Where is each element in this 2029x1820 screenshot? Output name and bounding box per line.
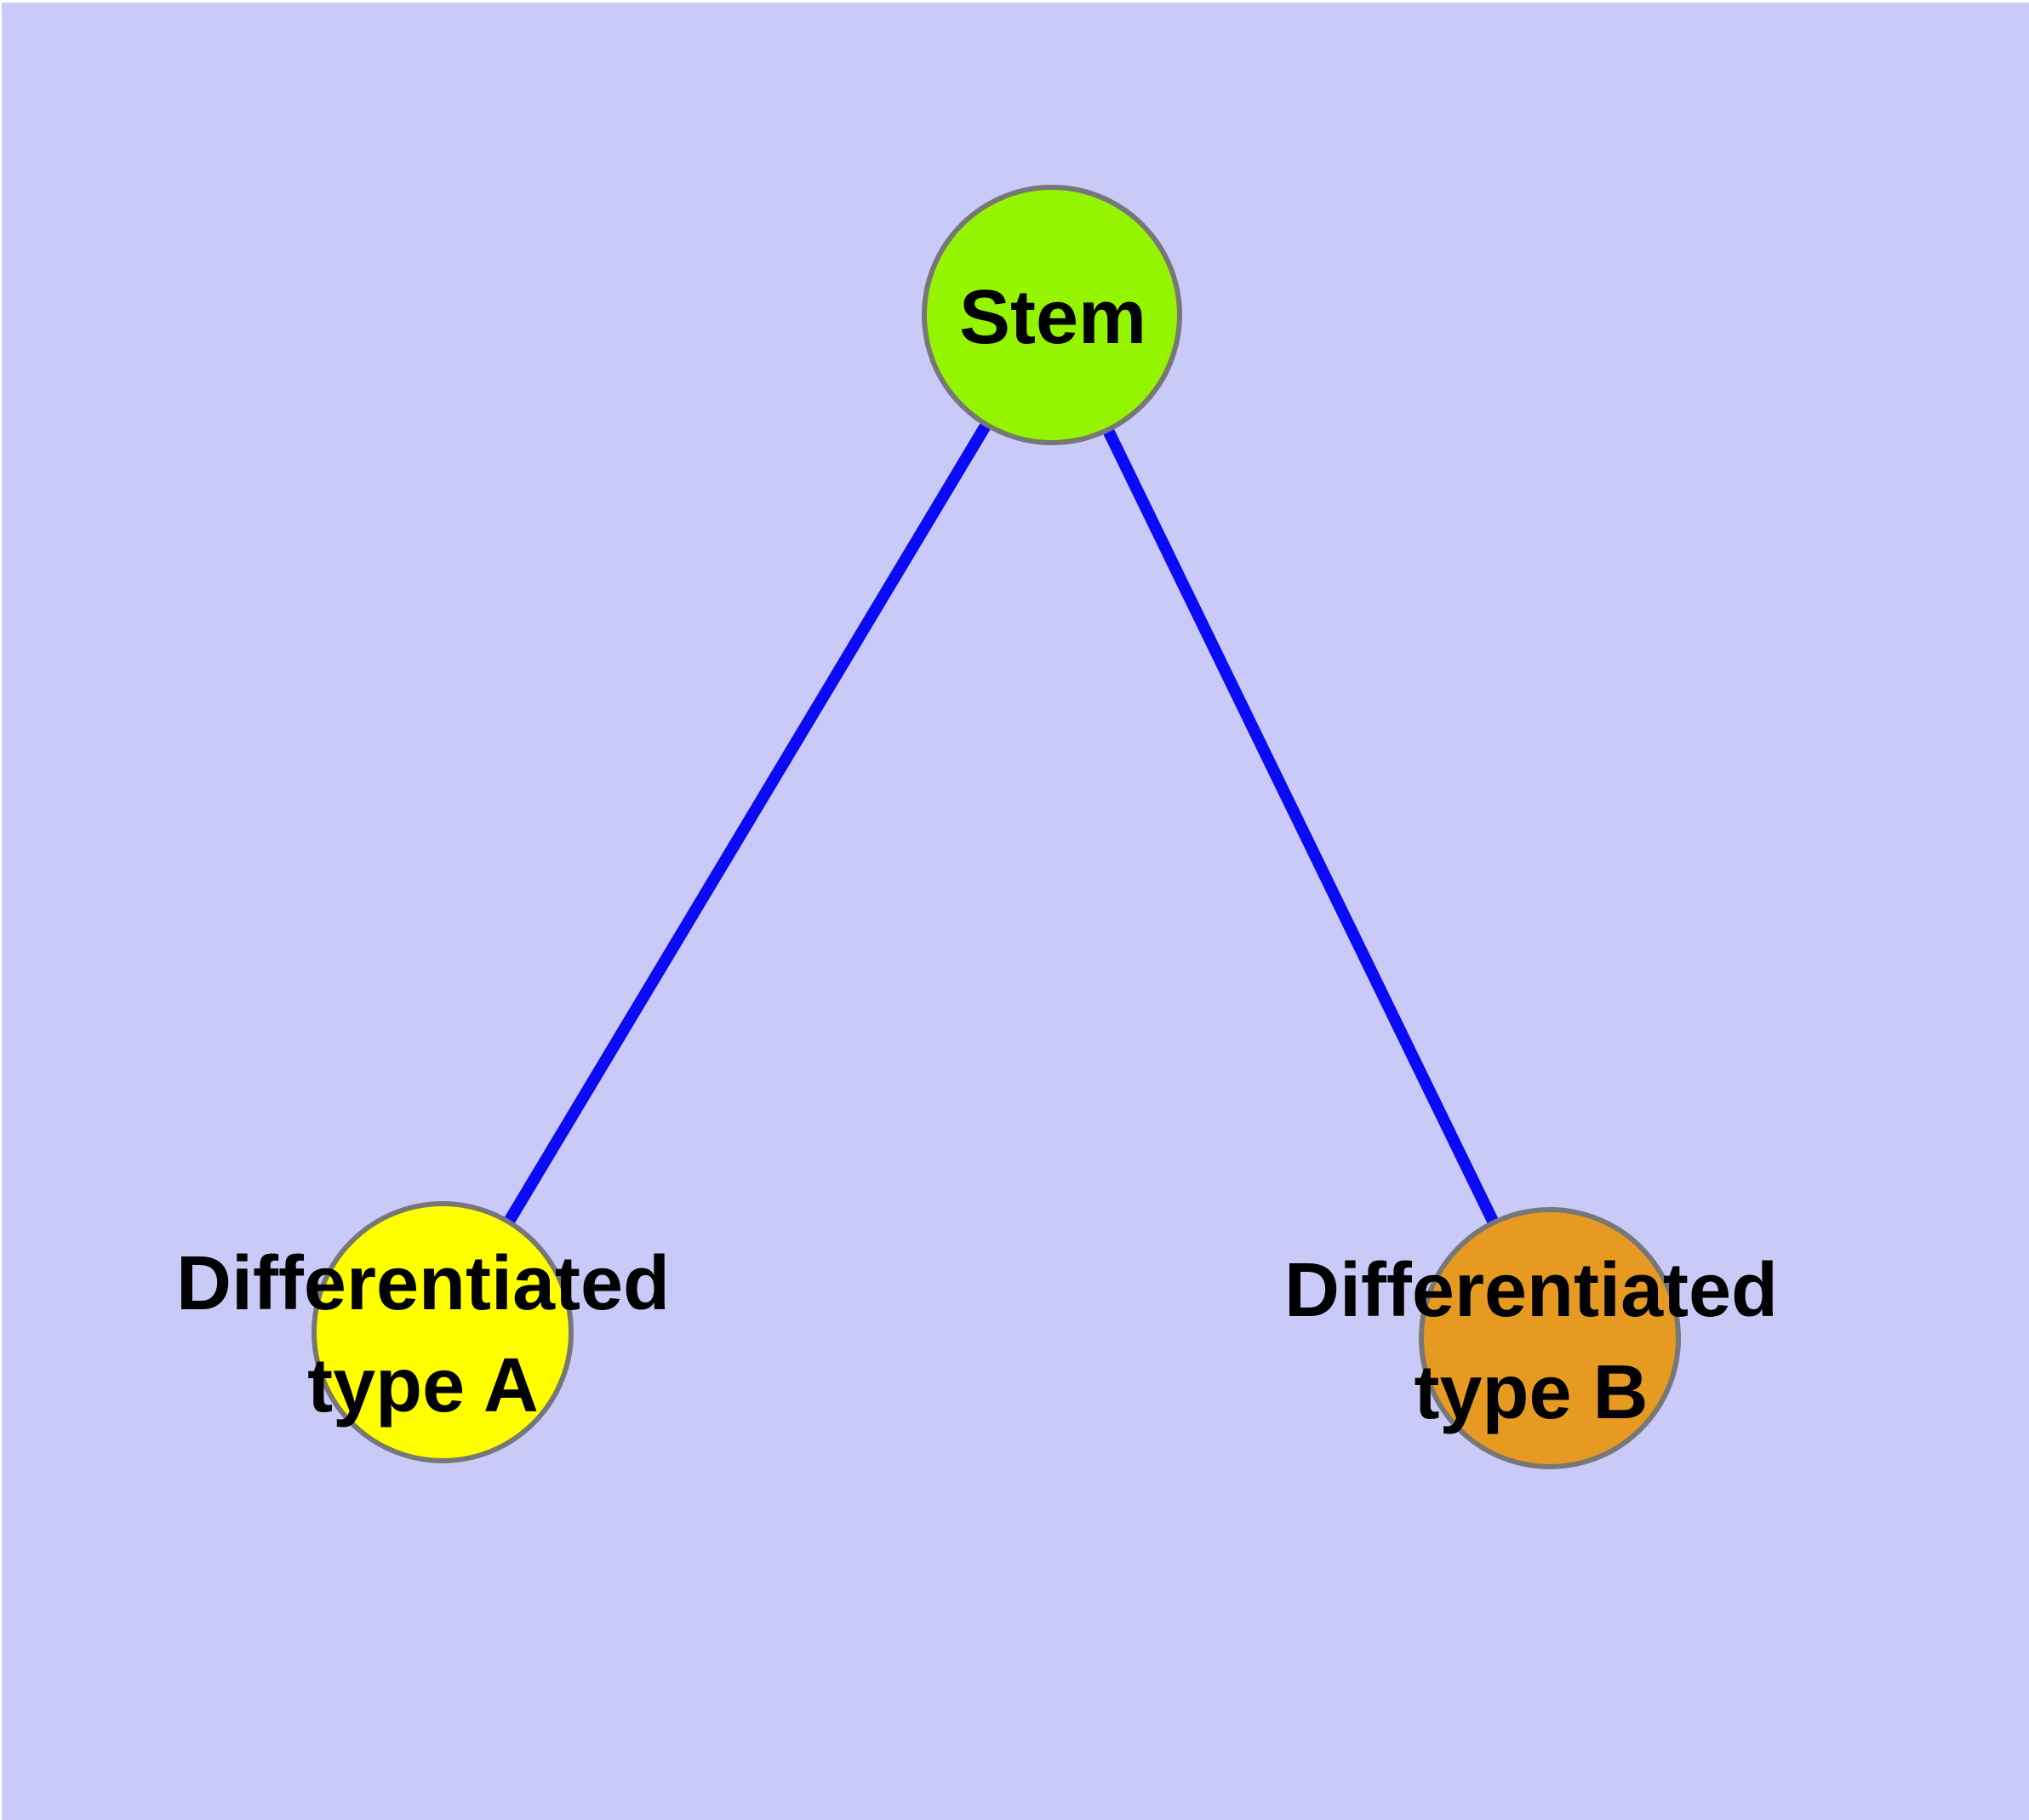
edge-stem-to-type-a [437,312,1058,1336]
edge-stem-to-type-b [1046,312,1556,1342]
node-type-a-circle [311,1201,574,1463]
node-stem-circle [922,185,1182,445]
node-type-a-label-line2: type A [307,1343,539,1428]
node-type-b-circle [1419,1207,1681,1469]
node-stem-label: Stem [959,275,1146,360]
node-type-a-label-line1: Differentiated [176,1241,670,1326]
node-type-b-label-line2: type B [1414,1350,1648,1435]
node-type-b-label-line1: Differentiated [1284,1248,1778,1333]
